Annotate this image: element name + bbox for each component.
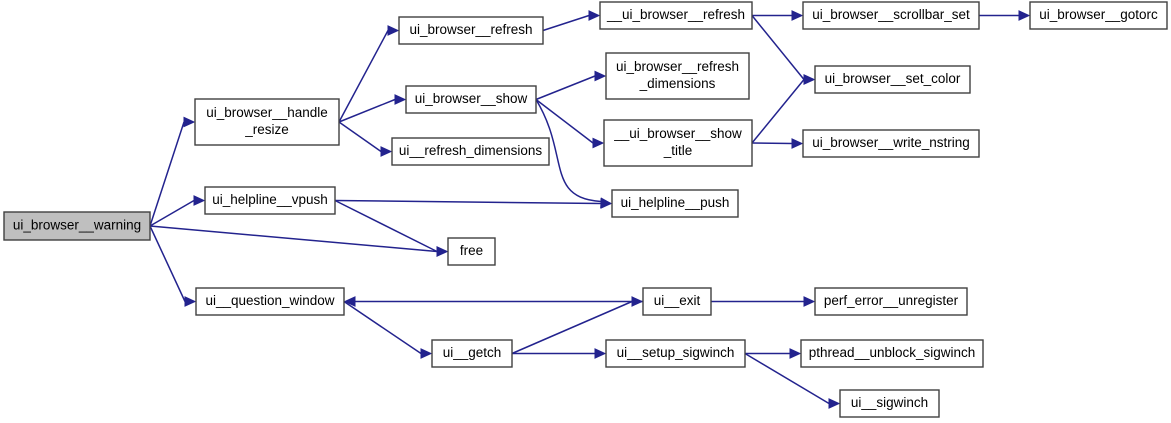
graph-node-ui_browser__gotorc[interactable]: ui_browser__gotorc — [1029, 1, 1168, 30]
graph-edge-ui__setup_sigwinch-to-ui__sigwinch — [744, 352, 830, 405]
graph-node-label: ui_browser__write_nstring — [812, 135, 970, 150]
graph-node-label: ui_browser__scrollbar_set — [812, 7, 970, 22]
graph-node-label: ui_browser__show — [415, 91, 528, 106]
graph-node-__ui_browser__refresh[interactable]: __ui_browser__refresh — [599, 1, 753, 30]
graph-node-label: ui__refresh_dimensions — [399, 143, 543, 158]
graph-arrowhead-__ui_browser__show_title — [592, 137, 605, 149]
graph-edge-ui_browser__handle_resize-to-ui__refresh_dimensions — [338, 121, 382, 153]
graph-node-label: ui_browser__set_color — [825, 71, 961, 86]
graph-edge-ui_browser__handle_resize-to-ui_browser__show — [338, 98, 396, 123]
graph-arrowhead-perf_error__unregister — [803, 296, 816, 307]
graph-node-label: ui_browser__refresh — [616, 59, 739, 74]
graph-edge-ui__question_window-to-ui__getch — [343, 300, 422, 355]
graph-node-ui_helpline__vpush[interactable]: ui_helpline__vpush — [204, 186, 336, 215]
graph-node-ui_browser__warning[interactable]: ui_browser__warning — [3, 211, 151, 241]
graph-node-ui__sigwinch[interactable]: ui__sigwinch — [839, 389, 940, 418]
graph-edge-__ui_browser__show_title-to-ui_browser__set_color — [751, 79, 805, 144]
graph-arrowhead-free — [436, 246, 449, 257]
graph-node-label: __ui_browser__refresh — [606, 7, 745, 22]
graph-node-ui_browser__write_nstring[interactable]: ui_browser__write_nstring — [802, 129, 980, 158]
graph-node-ui__getch[interactable]: ui__getch — [431, 339, 513, 368]
graph-edge-ui_browser__show-to-ui_browser__refresh_dimensions — [535, 75, 596, 101]
graph-node-label: _resize — [244, 122, 289, 137]
graph-node-label: ui_browser__warning — [13, 218, 141, 233]
graph-arrowhead-ui__getch — [420, 348, 433, 359]
graph-node-__ui_browser__show_title[interactable]: __ui_browser__show _title — [603, 119, 753, 167]
graph-node-ui__setup_sigwinch[interactable]: ui__setup_sigwinch — [605, 339, 746, 368]
graph-node-label: ui__getch — [443, 345, 502, 360]
graph-arrowhead-ui_browser__refresh — [387, 25, 400, 36]
graph-arrowhead-ui_browser__refresh_dimensions — [594, 70, 607, 82]
graph-node-label: ui_browser__refresh — [409, 22, 532, 37]
graph-edge-ui_browser__warning-to-ui_helpline__vpush — [149, 199, 195, 227]
graph-arrowhead-pthread__unblock_sigwinch — [789, 348, 802, 359]
graph-edge-ui_browser__show-to-ui_helpline__push — [535, 99, 602, 203]
graph-edge-ui_browser__warning-to-ui__question_window — [149, 225, 186, 302]
node-layer: ui_browser__warning ui_browser__handle _re… — [3, 1, 1168, 418]
graph-edge-ui_helpline__vpush-to-ui_helpline__push — [334, 199, 602, 205]
graph-arrowhead-ui__question_window — [184, 296, 197, 307]
graph-node-label: ui__exit — [654, 293, 701, 308]
graph-arrowhead-ui_helpline__push — [600, 198, 613, 209]
graph-node-label: ui__sigwinch — [851, 395, 928, 410]
graph-edge-ui_browser__refresh-to-__ui_browser__refresh — [542, 14, 590, 32]
edge-layer — [149, 10, 1031, 409]
graph-node-ui_helpline__push[interactable]: ui_helpline__push — [611, 189, 739, 218]
graph-node-label: __ui_browser__show — [613, 126, 742, 141]
graph-arrowhead-__ui_browser__refresh — [588, 10, 601, 21]
graph-arrowhead-ui_browser__scrollbar_set — [791, 10, 804, 21]
graph-edge-__ui_browser__show_title-to-ui_browser__write_nstring — [751, 142, 793, 145]
graph-node-ui__question_window[interactable]: ui__question_window — [195, 287, 345, 316]
graph-arrowhead-ui__sigwinch — [828, 398, 841, 409]
graph-node-label: pthread__unblock_sigwinch — [809, 345, 976, 360]
graph-node-perf_error__unregister[interactable]: perf_error__unregister — [814, 287, 968, 316]
graph-arrowhead-ui_browser__set_color — [803, 74, 816, 85]
graph-node-free[interactable]: free — [447, 237, 496, 266]
graph-node-label: ui_helpline__vpush — [212, 192, 328, 207]
graph-arrowhead-ui_browser__handle_resize — [183, 116, 196, 128]
graph-node-ui_browser__scrollbar_set[interactable]: ui_browser__scrollbar_set — [802, 1, 980, 30]
graph-node-pthread__unblock_sigwinch[interactable]: pthread__unblock_sigwinch — [800, 339, 984, 368]
graph-edge-__ui_browser__refresh-to-ui_browser__set_color — [751, 15, 805, 80]
graph-arrowhead-ui__refresh_dimensions — [380, 146, 393, 157]
graph-node-ui__exit[interactable]: ui__exit — [642, 287, 712, 316]
graph-node-ui_browser__show[interactable]: ui_browser__show — [405, 85, 537, 114]
graph-edge-ui_browser__warning-to-free — [149, 225, 438, 253]
graph-node-label: ui_helpline__push — [621, 195, 730, 210]
graph-arrowhead-ui__setup_sigwinch — [594, 348, 607, 359]
graph-node-ui__refresh_dimensions[interactable]: ui__refresh_dimensions — [391, 137, 550, 166]
graph-arrowhead-ui_helpline__vpush — [193, 195, 206, 206]
graph-node-label: free — [460, 243, 483, 258]
graph-arrowhead-ui__question_window — [343, 296, 356, 307]
graph-edge-ui_browser__show-to-__ui_browser__show_title — [535, 98, 594, 144]
graph-node-label: ui__question_window — [205, 293, 334, 308]
graph-node-ui_browser__handle_resize[interactable]: ui_browser__handle _resize — [194, 98, 340, 146]
graph-node-label: _dimensions — [639, 76, 716, 91]
graph-edge-ui__getch-to-ui__exit — [511, 300, 633, 355]
graph-node-ui_browser__refresh[interactable]: ui_browser__refresh — [398, 16, 544, 45]
graph-node-label: ui_browser__handle — [206, 105, 328, 120]
graph-node-label: ui_browser__gotorc — [1039, 7, 1158, 22]
graph-edge-ui_helpline__vpush-to-free — [334, 199, 438, 253]
graph-arrowhead-ui_browser__show — [394, 94, 407, 105]
graph-node-ui_browser__refresh_dimensions[interactable]: ui_browser__refresh _dimensions — [605, 52, 750, 100]
graph-arrowhead-ui_browser__write_nstring — [791, 138, 804, 149]
graph-node-ui_browser__set_color[interactable]: ui_browser__set_color — [814, 65, 971, 94]
graph-node-label: perf_error__unregister — [824, 293, 959, 308]
graph-node-label: _title — [663, 143, 693, 158]
graph-arrowhead-ui_browser__gotorc — [1018, 10, 1031, 21]
graph-node-label: ui__setup_sigwinch — [617, 345, 735, 360]
graph-edge-ui_browser__warning-to-ui_browser__handle_resize — [149, 121, 185, 227]
graph-edge-ui_browser__handle_resize-to-ui_browser__refresh — [338, 30, 389, 123]
